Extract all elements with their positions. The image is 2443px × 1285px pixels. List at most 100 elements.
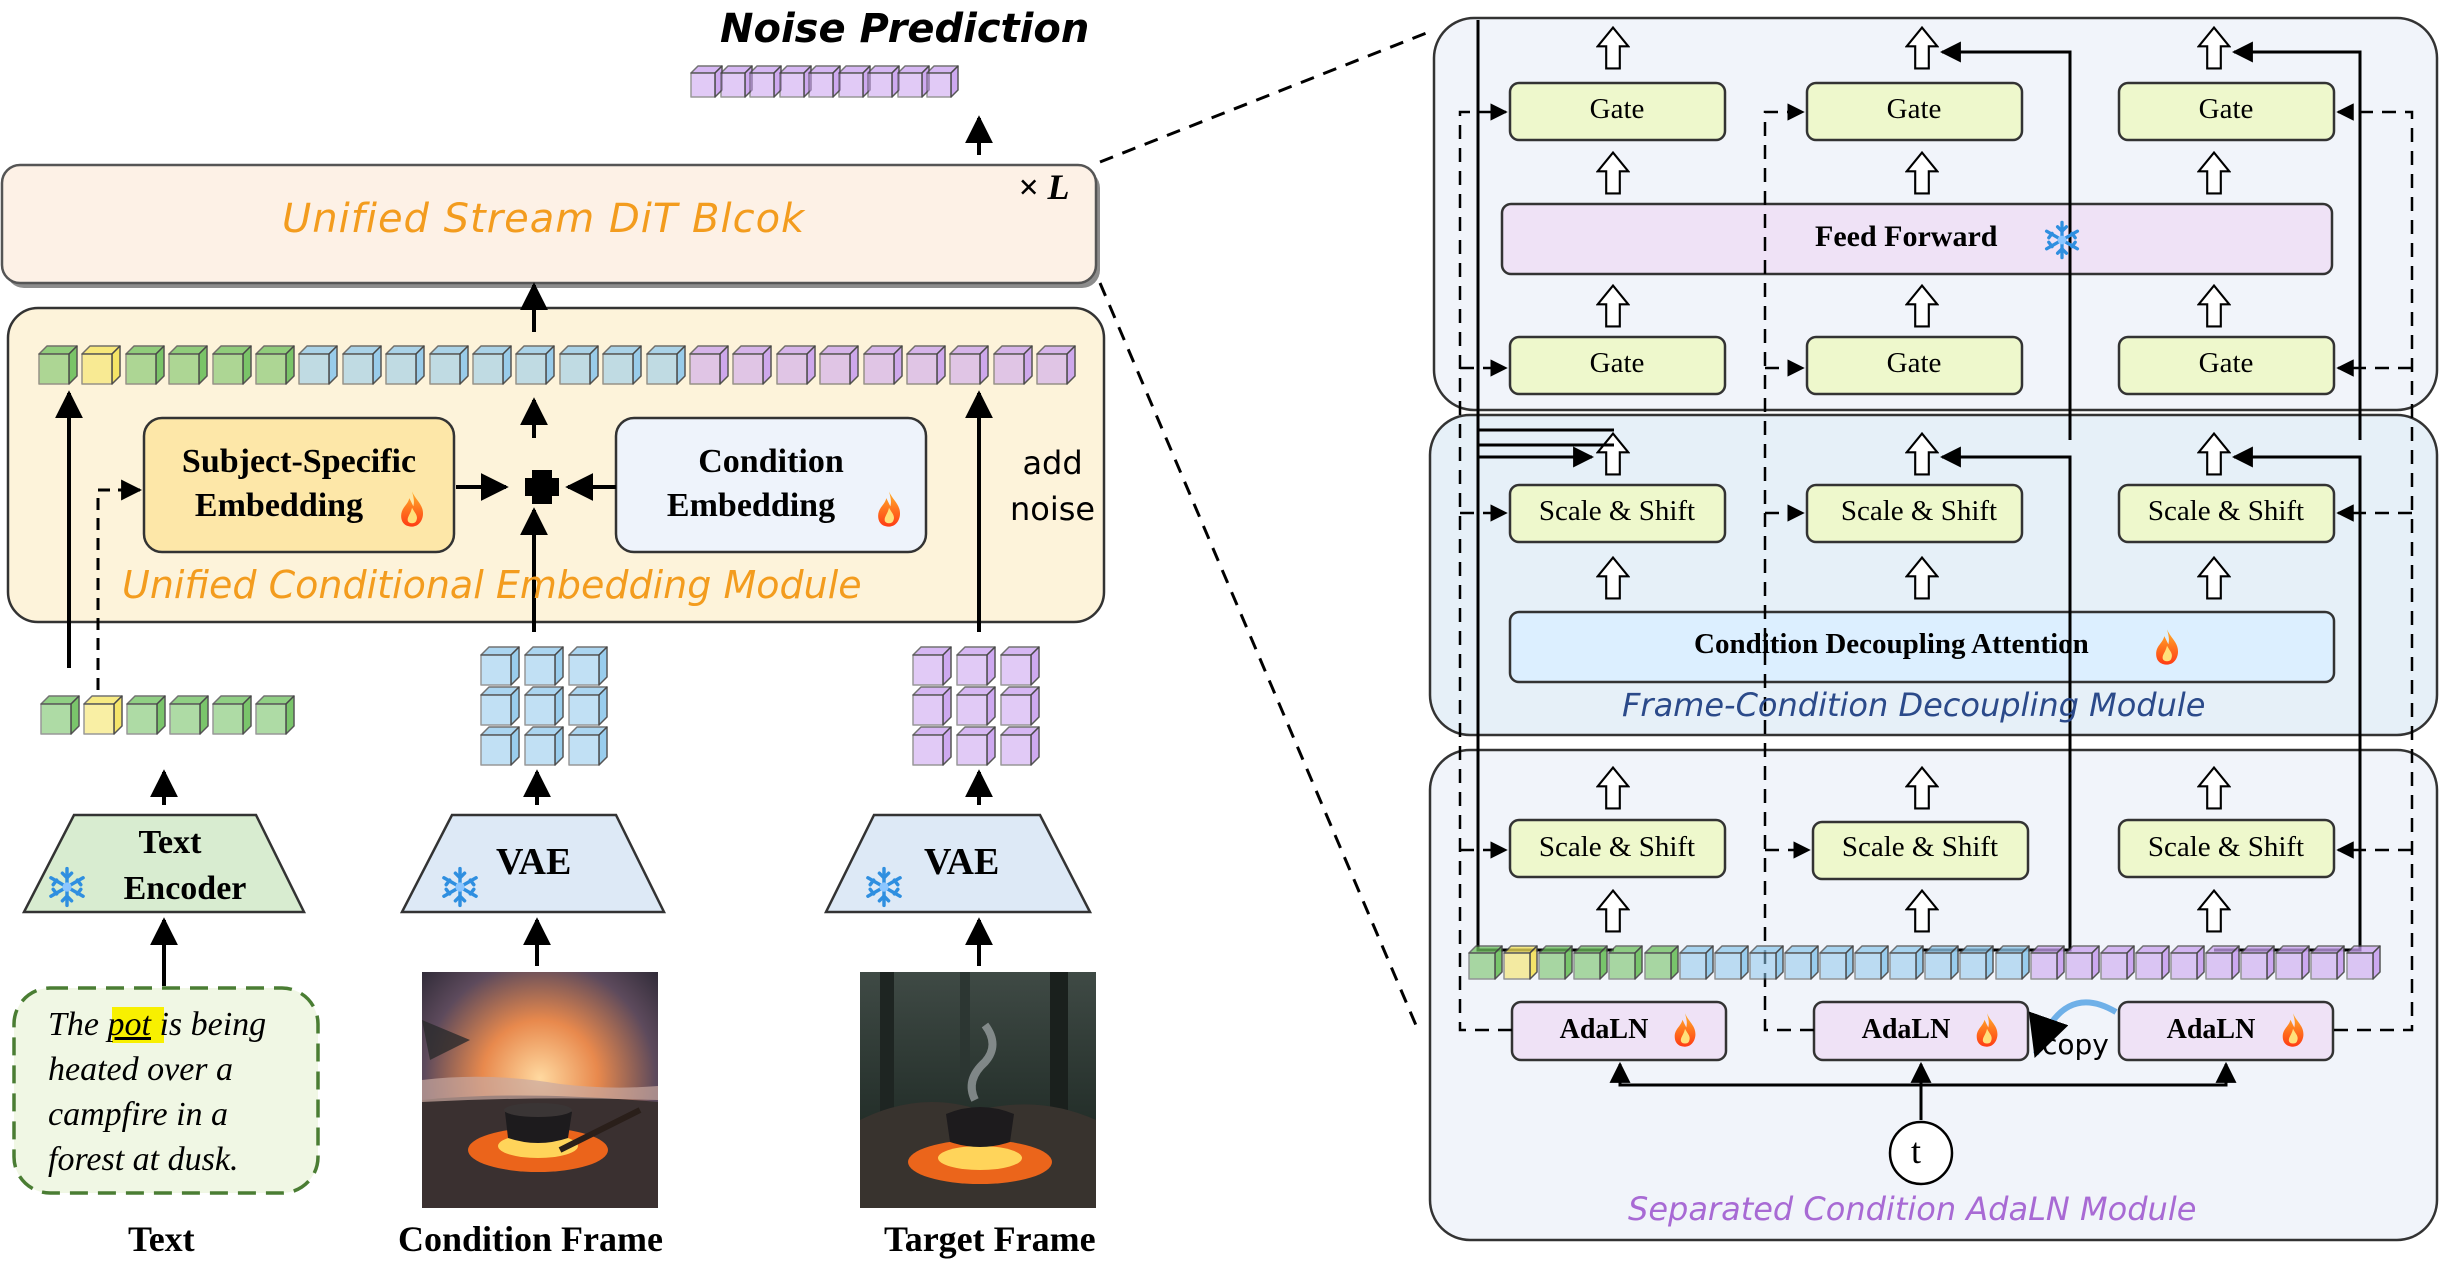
adaln-token [2064, 945, 2100, 980]
text-token [212, 695, 252, 735]
scale-shift-label: Scale & Shift [1840, 495, 1998, 528]
adaln-token [1749, 945, 1784, 980]
adaln-token [1468, 945, 1503, 980]
prompt-highlight-word: pot [107, 1006, 151, 1043]
add-noise-label: add noise [1010, 440, 1095, 532]
adaln-token [1959, 945, 1995, 980]
embedding-token [211, 345, 252, 385]
adaln-token [1924, 945, 1960, 980]
embedding-token [732, 345, 773, 385]
adaln-token [1643, 945, 1679, 980]
copy-arrow [2028, 999, 2118, 1058]
add-noise-line-1: add [1022, 444, 1083, 482]
subject-embedding-box [142, 416, 456, 554]
timestep-node [1888, 1120, 1954, 1186]
adaln-token [2345, 945, 2381, 980]
vae-shape-1 [399, 813, 667, 914]
adaln-token [1713, 945, 1749, 980]
dit-block-title: Unified Stream DiT Blcok [282, 196, 806, 242]
gate-label: Gate [1886, 93, 1942, 126]
target-token [1000, 646, 1040, 686]
noise-token [896, 65, 930, 98]
embedding-token [38, 345, 78, 385]
subject-embedding-label: Subject-Specific Embedding [144, 440, 454, 528]
condition-embedding-line-2: Embedding [666, 487, 836, 524]
text-encoder-label: Text Encoder [80, 820, 260, 912]
zoom-line-top [1099, 28, 1435, 164]
noise-token [719, 65, 753, 98]
prompt-start: The [48, 1006, 108, 1043]
target-token [912, 646, 952, 686]
prompt-line-3: campfire in a [48, 1096, 229, 1133]
embedding-token [949, 345, 990, 385]
target-frame-caption: Target Frame [884, 1219, 1096, 1259]
condition-embedding-line-1: Condition [698, 443, 844, 480]
text-encoder-shape [21, 813, 307, 914]
adaln-token [1608, 945, 1644, 980]
condition-token [524, 726, 564, 766]
embedding-token [645, 345, 686, 385]
copy-label: copy [2042, 1028, 2109, 1061]
adaln-label: AdaLN [1861, 1013, 1951, 1045]
embedding-token [559, 345, 599, 385]
embedding-token [255, 345, 295, 385]
add-noise-line-2: noise [1010, 490, 1096, 528]
scale-shift-label: Scale & Shift [2147, 831, 2305, 864]
adaln-token [2240, 945, 2275, 980]
scale-shift-label: Scale & Shift [1841, 831, 1999, 864]
scale-shift-label: Scale & Shift [2147, 495, 2305, 528]
embedding-token [862, 345, 903, 385]
adaln-token [2205, 945, 2240, 980]
text-token [169, 695, 209, 735]
dashed-modulation-lines [1458, 103, 2414, 1032]
text-token [126, 695, 166, 735]
feed-forward-label: Feed Forward [1815, 220, 1998, 253]
embedding-token [385, 345, 425, 385]
embedding-token [776, 345, 816, 385]
scale-shift-label: Scale & Shift [1538, 831, 1696, 864]
adaln-token [2275, 945, 2311, 980]
vae-label-2: VAE [924, 841, 1000, 883]
gate-label: Gate [2198, 347, 2254, 380]
embedding-token [472, 345, 512, 385]
gate-label: Gate [2198, 93, 2254, 126]
target-token [1000, 686, 1040, 726]
target-frame-image [860, 972, 1096, 1208]
text-token [255, 695, 295, 735]
adaln-token [1784, 945, 1819, 980]
target-token [956, 726, 996, 766]
target-token [956, 686, 996, 726]
adaln-label: AdaLN [1559, 1013, 1649, 1045]
condition-token [480, 686, 520, 726]
noise-token [867, 65, 900, 98]
embedding-module-title: Unified Conditional Embedding Module [122, 563, 862, 607]
prompt-line-1: is being [159, 1006, 267, 1043]
plus-icon [525, 470, 559, 504]
dit-block [0, 163, 1098, 285]
noise-token [690, 65, 723, 98]
adaln-token [1889, 945, 1924, 980]
text-encoder-line-2: Encoder [123, 870, 247, 907]
condition-token [568, 646, 608, 686]
embedding-token [168, 345, 208, 385]
condition-token [524, 646, 564, 686]
target-token [956, 646, 996, 686]
gate-label: Gate [1589, 347, 1645, 380]
cda-label: Condition Decoupling Attention [1694, 628, 2089, 660]
text-caption: Text [128, 1219, 195, 1259]
condition-frame-image [422, 972, 658, 1208]
noise-token [837, 65, 871, 98]
adaln-token [2100, 945, 2135, 980]
adaln-label: AdaLN [2166, 1013, 2256, 1045]
fcd-module-title: Frame-Condition Decoupling Module [1622, 686, 2206, 724]
embedding-token [125, 345, 165, 385]
subject-dashed-arrow [96, 479, 143, 690]
timestep-label: t [1911, 1131, 1922, 1171]
adaln-token [1854, 945, 1889, 980]
text-token [40, 695, 80, 735]
t-connections [1609, 1061, 2237, 1120]
subject-embedding-line-1: Subject-Specific [181, 443, 417, 480]
condition-token [524, 686, 564, 726]
condition-embedding-label: Condition Embedding [616, 440, 926, 528]
